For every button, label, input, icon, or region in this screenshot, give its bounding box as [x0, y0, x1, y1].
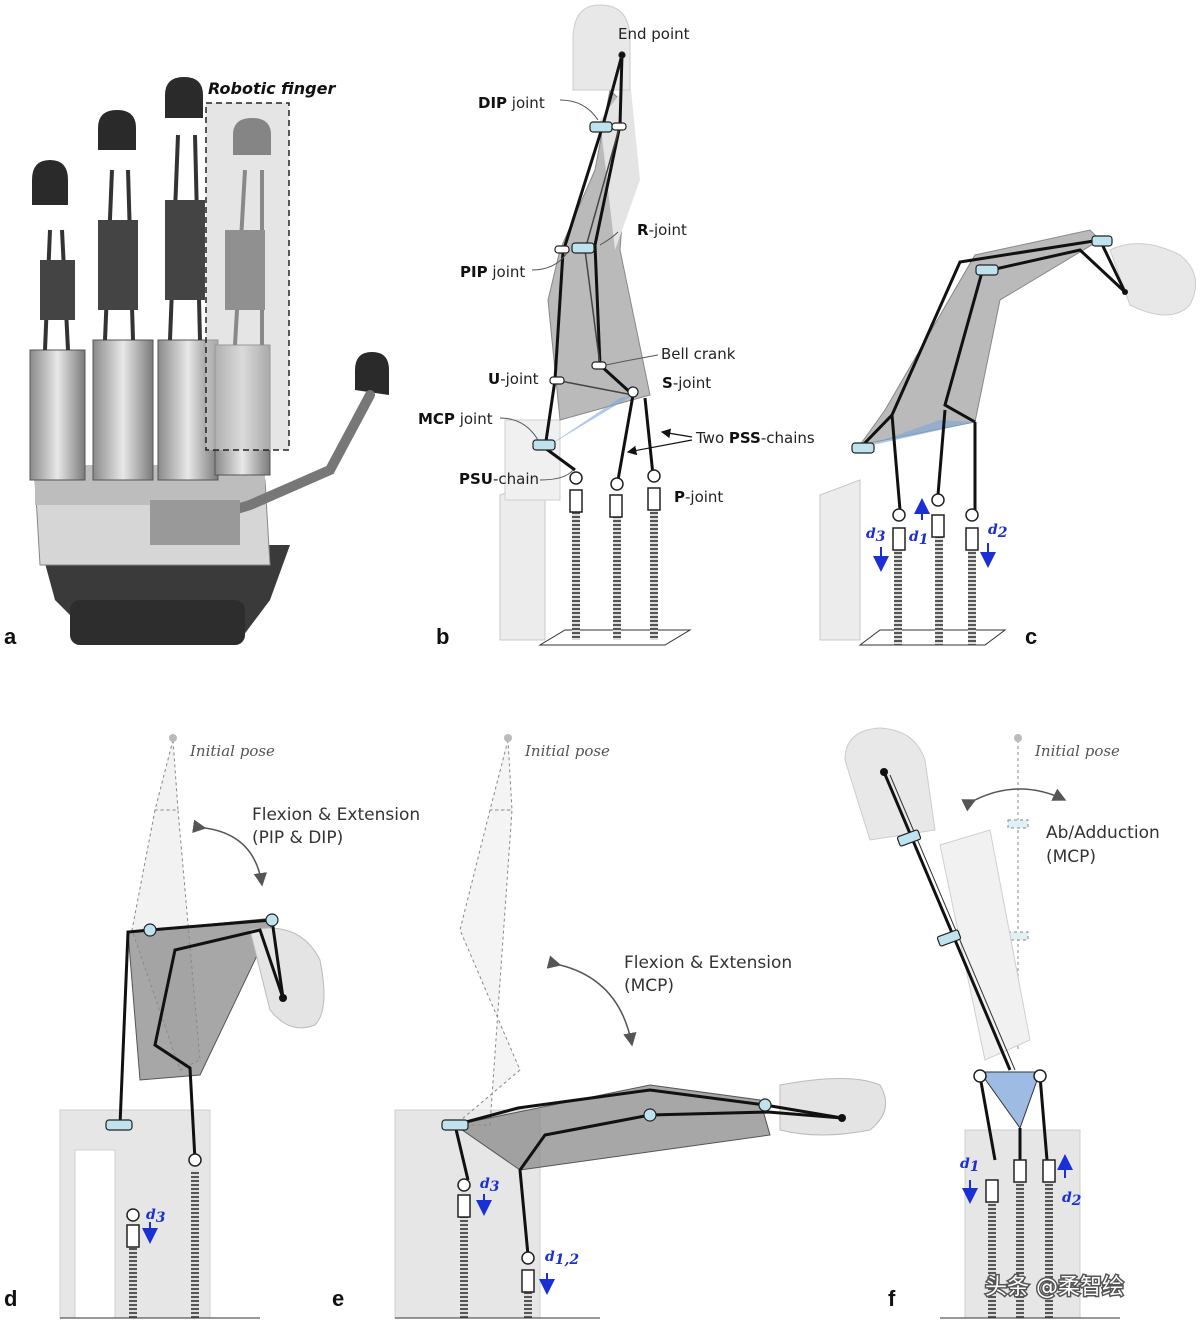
end-point-label: End point	[618, 25, 690, 43]
watermark-text: 头条 @柔智绘	[985, 1275, 1124, 1300]
c-d2-label: d2	[988, 522, 1008, 541]
robotic-hand-illustration	[29, 77, 389, 645]
e-motion-line1: Flexion & Extension	[624, 953, 792, 973]
panel-label-e: e	[332, 1286, 344, 1311]
f-d1-label: d1	[960, 1156, 980, 1175]
pip-joint-label: PIP joint	[460, 263, 525, 281]
d-initial-pose-label: Initial pose	[189, 742, 275, 760]
pss-chains-label: Two PSS-chains	[695, 429, 815, 447]
d-motion-line2: (PIP & DIP)	[252, 828, 343, 848]
panel-label-c: c	[1025, 624, 1037, 649]
finger-kinematics-d	[59, 734, 325, 1319]
e-d12-label: d1,2	[545, 1249, 579, 1268]
u-joint-label: U-joint	[488, 370, 539, 388]
d-d3-label: d3	[146, 1207, 166, 1226]
c-d1-label: d1	[909, 529, 929, 548]
robotic-finger-highlight-box	[205, 102, 290, 451]
finger-kinematics-c	[819, 229, 1197, 646]
e-motion-line2: (MCP)	[624, 976, 674, 996]
e-initial-pose-label: Initial pose	[524, 742, 610, 760]
finger-kinematics-f	[844, 727, 1120, 1319]
f-d2-label: d2	[1062, 1190, 1082, 1209]
bell-crank-label: Bell crank	[661, 345, 736, 363]
panel-label-d: d	[4, 1286, 17, 1311]
f-motion-line1: Ab/Adduction	[1046, 823, 1160, 843]
f-initial-pose-label: Initial pose	[1034, 742, 1120, 760]
dip-joint-label: DIP joint	[478, 94, 545, 112]
e-d3-label: d3	[480, 1176, 500, 1195]
s-joint-label: S-joint	[662, 374, 711, 392]
d-motion-line1: Flexion & Extension	[252, 805, 420, 825]
f-motion-line2: (MCP)	[1046, 847, 1096, 867]
panel-label-f: f	[888, 1286, 896, 1311]
panel-label-a: a	[4, 624, 17, 649]
c-d3-label: d3	[866, 526, 886, 545]
mcp-joint-label: MCP joint	[418, 410, 493, 428]
psu-chain-label: PSU-chain	[459, 470, 539, 488]
finger-kinematics-e	[394, 734, 887, 1319]
robotic-finger-label: Robotic finger	[208, 79, 336, 98]
finger-kinematics-b	[499, 4, 693, 646]
panel-label-b: b	[436, 624, 449, 649]
r-joint-label: R-joint	[637, 221, 687, 239]
p-joint-label: P-joint	[674, 488, 723, 506]
